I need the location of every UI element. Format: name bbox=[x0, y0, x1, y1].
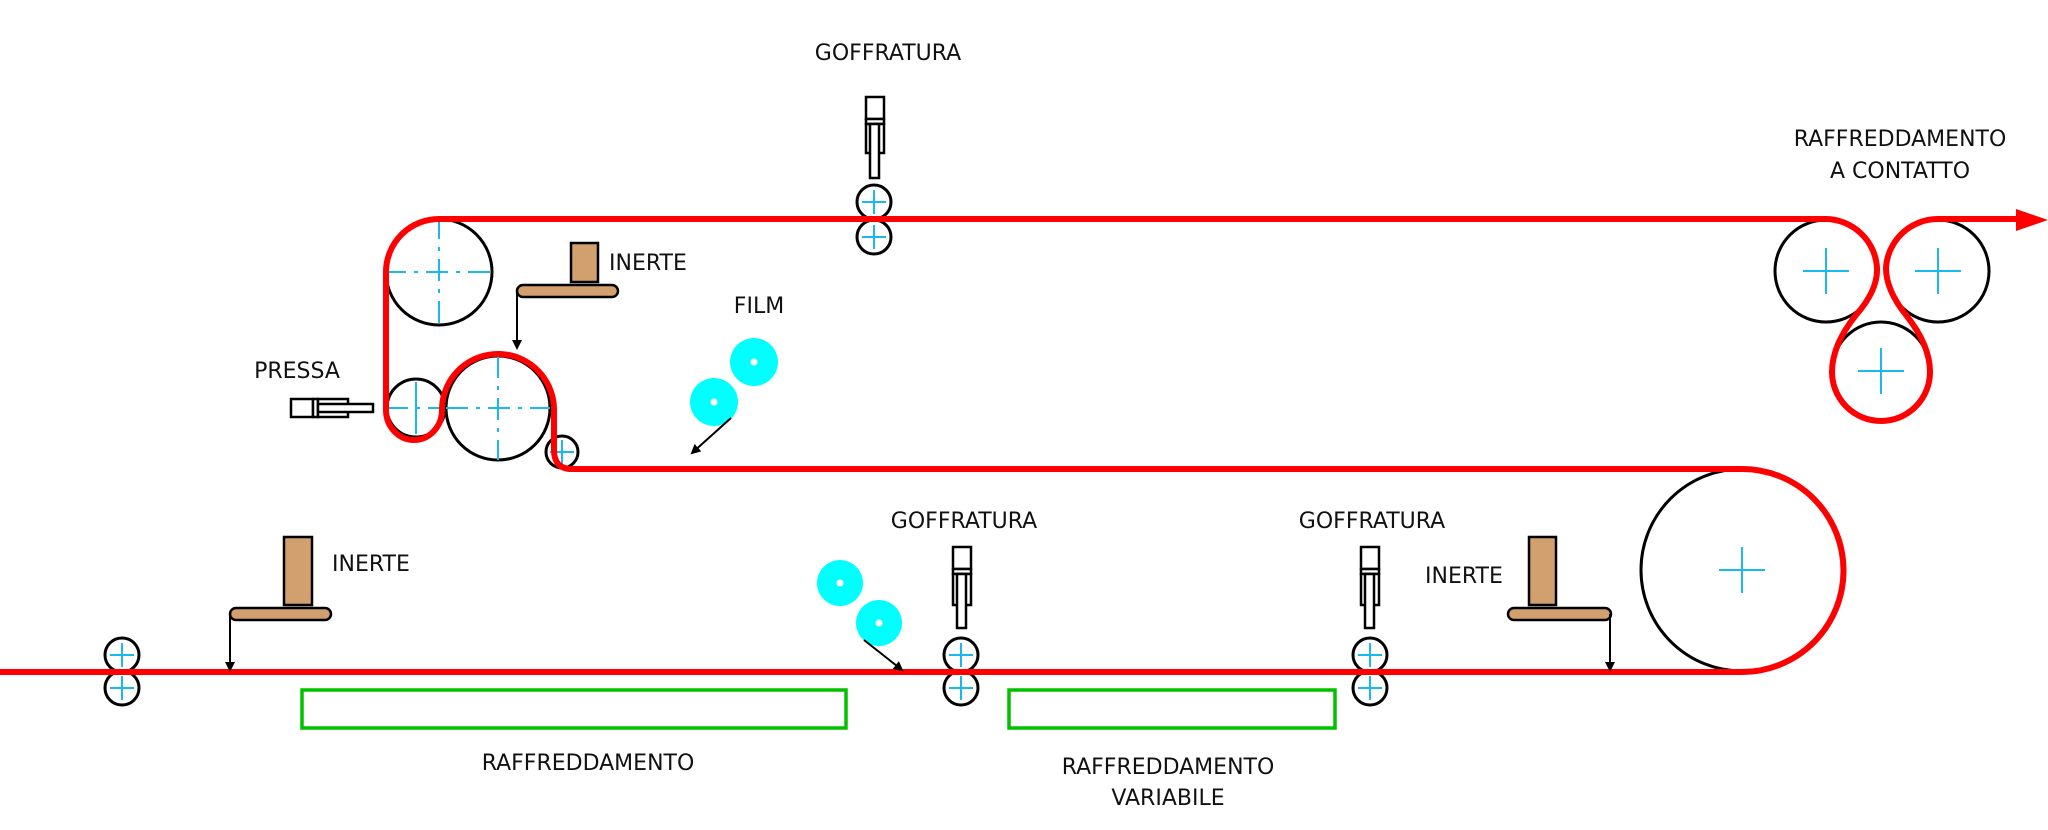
label-goffratura-right: GOFFRATURA bbox=[1299, 509, 1445, 534]
label-film: FILM bbox=[734, 294, 784, 319]
inert-dispenser-right bbox=[1506, 535, 1615, 672]
variable-cooling-zone bbox=[1007, 688, 1337, 730]
label-raffreddamento-variabile-2: VARIABILE bbox=[1111, 786, 1224, 811]
web-path bbox=[0, 215, 2021, 675]
film-roll-top-lower bbox=[690, 378, 738, 426]
film-top-feed-arrow bbox=[690, 417, 732, 455]
embossing-cylinder-top bbox=[864, 95, 886, 180]
film-bottom-feed-arrow bbox=[863, 639, 904, 672]
label-raffreddamento-contatto-2: A CONTATTO bbox=[1830, 159, 1970, 184]
film-roll-bottom-lower bbox=[856, 600, 902, 646]
inert-dispenser-top bbox=[512, 241, 620, 350]
film-roll-bottom-upper bbox=[817, 560, 863, 606]
label-goffratura-top: GOFFRATURA bbox=[815, 41, 961, 66]
inert-dispenser-left bbox=[225, 535, 333, 672]
label-goffratura-mid: GOFFRATURA bbox=[891, 509, 1037, 534]
cooling-zone bbox=[300, 688, 848, 730]
label-raffreddamento-variabile-1: RAFFREDDAMENTO bbox=[1062, 755, 1275, 780]
press-cylinder bbox=[289, 397, 375, 419]
label-inerte-left: INERTE bbox=[332, 552, 410, 577]
label-raffreddamento: RAFFREDDAMENTO bbox=[482, 751, 695, 776]
label-raffreddamento-contatto-1: RAFFREDDAMENTO bbox=[1794, 127, 2007, 152]
label-inerte-top: INERTE bbox=[609, 251, 687, 276]
web-exit-arrow bbox=[2016, 209, 2048, 231]
label-pressa: PRESSA bbox=[254, 359, 340, 384]
embossing-cylinder-mid bbox=[951, 545, 973, 630]
label-inerte-right: INERTE bbox=[1425, 564, 1503, 589]
laminating-roller bbox=[444, 354, 552, 462]
embossing-cylinder-right bbox=[1359, 545, 1381, 630]
film-roll-top-upper bbox=[730, 338, 778, 386]
